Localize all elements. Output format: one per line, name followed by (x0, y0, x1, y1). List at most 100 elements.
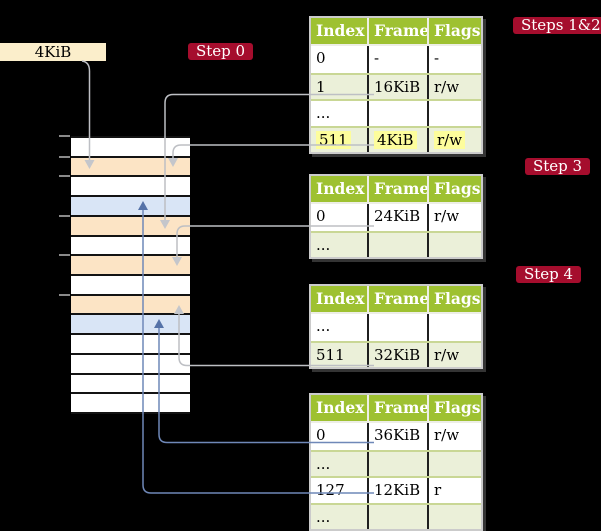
table-cell-index: 0 (316, 426, 326, 444)
column-header-flags: Flags (427, 395, 481, 421)
memory-frame-row-8 (71, 295, 190, 316)
table-cell-index: 511 (311, 128, 367, 153)
table-cell-frame (367, 451, 427, 476)
memory-address-tick (59, 293, 70, 296)
table-cell-flags (427, 451, 481, 476)
memory-frame-row-9 (71, 315, 190, 336)
column-header-index: Index (316, 179, 365, 198)
table-row-index-dotdotdot: ... (311, 99, 481, 126)
table-row-index-dotdotdot: ... (311, 314, 481, 341)
table-cell-frame (367, 101, 427, 126)
physical-memory-column (71, 136, 190, 415)
memory-address-tick (59, 175, 70, 177)
memory-frame-row-2 (71, 177, 190, 198)
table-cell-frame: 4KiB (367, 127, 427, 152)
table-cell-index: 0 (316, 207, 326, 225)
memory-frame-row-3 (71, 197, 190, 217)
table-row-index-dotdotdot: ... (311, 230, 481, 257)
table-cell-flags (427, 232, 481, 257)
column-header-flags: Flags (427, 176, 481, 202)
column-header-index: Index (316, 289, 365, 308)
table-cell-frame: 16KiB (367, 74, 427, 99)
table-cell-frame (367, 504, 427, 529)
memory-frame-row-6 (71, 256, 190, 277)
memory-frame-row-11 (71, 354, 190, 375)
badge-step-0: Step 0 (188, 43, 254, 60)
column-header-flags: Flags (427, 286, 481, 312)
memory-frame-row-7 (71, 276, 190, 296)
badge-step-4: Step 4 (516, 266, 582, 283)
table-cell-index: 1 (316, 77, 326, 96)
memory-address-tick (59, 135, 70, 137)
table-cell-index: ... (316, 104, 331, 122)
highlighted-value: 4KiB (374, 130, 417, 149)
memory-frame-row-13 (71, 394, 190, 415)
table-cell-index: 0 (316, 49, 326, 67)
memory-frame-row-10 (71, 335, 190, 355)
table-cell-flags (427, 504, 481, 529)
memory-frame-row-1 (71, 157, 190, 178)
table-cell-frame: 12KiB (367, 478, 427, 503)
table-cell-flags: r/w (427, 74, 481, 99)
column-header-frame: Frame (367, 176, 429, 202)
memory-address-tick (59, 254, 70, 256)
badge-step-3: Step 3 (525, 158, 591, 175)
column-header-frame: Frame (367, 286, 429, 312)
root-frame-label-box: 4KiB (0, 43, 106, 61)
memory-frame-row-4 (71, 216, 190, 237)
table-cell-frame: 32KiB (367, 342, 427, 367)
table-cell-frame: - (367, 46, 427, 73)
table-row-index-dotdotdot: ... (311, 502, 481, 529)
table-cell-frame: 24KiB (367, 204, 427, 231)
table-cell-flags: r/w (427, 423, 481, 450)
table-cell-frame: 36KiB (367, 423, 427, 450)
table-row-index-dotdotdot: ... (311, 449, 481, 476)
column-header-index: Index (316, 398, 365, 417)
table-cell-flags: r/w (427, 127, 481, 152)
highlighted-value: r/w (434, 130, 466, 149)
memory-frame-row-0 (71, 138, 190, 158)
table-cell-flags: r/w (427, 204, 481, 231)
table-row-index-511: 511 4KiB r/w (311, 125, 481, 153)
memory-frame-row-5 (71, 236, 190, 257)
memory-address-tick (59, 214, 70, 217)
highlighted-value: 511 (316, 130, 351, 149)
table-cell-flags: r/w (427, 342, 481, 367)
memory-address-tick (59, 155, 70, 158)
table-cell-index: ... (316, 507, 331, 526)
badge-steps-1-2: Steps 1&2 (513, 17, 601, 34)
table-cell-index: ... (316, 317, 331, 335)
table-cell-index: ... (316, 454, 331, 473)
table-cell-flags: - (427, 46, 481, 73)
table-cell-flags: r (427, 478, 481, 503)
table-row-index-0: 0 -- (311, 46, 481, 73)
column-header-frame: Frame (367, 395, 429, 421)
table-cell-frame (367, 314, 427, 341)
column-header-index: Index (316, 21, 365, 40)
memory-frame-row-12 (71, 374, 190, 395)
table-cell-index: 511 (316, 345, 345, 364)
table-cell-index: ... (316, 235, 331, 254)
column-header-flags: Flags (427, 18, 481, 44)
table-cell-flags (427, 314, 481, 341)
table-cell-flags (427, 101, 481, 126)
column-header-frame: Frame (367, 18, 429, 44)
table-cell-index: 127 (316, 481, 345, 499)
